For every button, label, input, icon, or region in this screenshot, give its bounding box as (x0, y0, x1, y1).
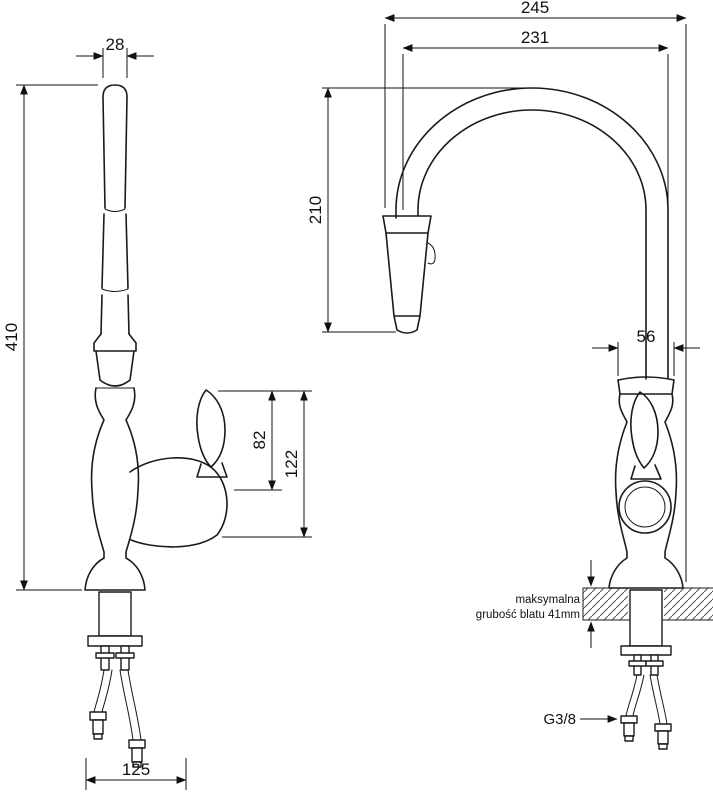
side-handle-base (630, 464, 662, 480)
front-spout-segment-2 (101, 213, 129, 289)
dim-handle-span: 122 (222, 390, 312, 538)
dim-total-height-label: 410 (2, 323, 21, 351)
side-spray-head (382, 215, 436, 334)
side-mounting (620, 589, 672, 750)
side-handle-medallion-inner (624, 486, 666, 528)
thread-size-label: G3/8 (543, 711, 576, 728)
front-handle-lever (196, 389, 226, 468)
side-hose-right-nut (657, 730, 669, 745)
counter-note-line1: maksymalna (515, 594, 580, 606)
side-head-collar (382, 215, 432, 234)
dim-handle-height: 82 (218, 390, 312, 491)
side-handle-lever (630, 391, 659, 469)
front-handle-base (196, 462, 228, 478)
side-spout (395, 87, 669, 380)
dim-top-width: 28 (76, 35, 154, 78)
side-view: 245 231 210 56 maksymalna grubość blatu … (306, 0, 713, 750)
front-spout (93, 84, 137, 387)
side-hose-left-nut (623, 722, 635, 737)
dim-spout-height-extensions (322, 87, 526, 333)
side-threaded-shank (629, 589, 663, 647)
countertop-hatch-left (583, 588, 628, 620)
dim-top-width-label: 28 (106, 35, 125, 54)
side-head-button (427, 242, 436, 265)
countertop-hatch-right (664, 588, 713, 620)
dim-spout-height-label: 210 (306, 196, 325, 224)
front-spout-joint-2 (101, 288, 129, 292)
front-wingnut-left (95, 652, 115, 659)
dim-handle-height-label: 82 (250, 431, 269, 450)
countertop-outline (582, 587, 713, 621)
side-wingnut-right (645, 660, 664, 667)
dim-total-height: 410 (2, 84, 98, 591)
front-view: 28 410 82 122 125 (2, 35, 312, 790)
dim-total-height-extensions (16, 84, 98, 591)
side-hose-right (649, 674, 668, 725)
front-hose-left-nut (92, 719, 104, 735)
front-body-vase (84, 387, 146, 591)
countertop (582, 587, 713, 621)
side-hose-left-collar (620, 715, 638, 724)
side-wingnut-left (628, 660, 647, 667)
front-washer (87, 635, 143, 647)
front-handle-dome (129, 457, 228, 548)
dim-base-width-extensions (85, 758, 187, 790)
dim-spout-reach-label: 231 (521, 28, 549, 47)
side-body-vase (608, 393, 684, 589)
side-head-body (385, 232, 429, 334)
front-threaded-shank (98, 591, 132, 637)
side-handle (618, 391, 672, 534)
front-hose-left-tip (93, 733, 103, 740)
side-washer (620, 645, 672, 656)
dim-spout-reach-extensions (402, 54, 669, 210)
front-body (84, 387, 146, 591)
front-hose-left-collar (89, 711, 107, 721)
side-body (608, 376, 684, 589)
dim-handle-span-label: 122 (282, 450, 301, 478)
dim-base-width-label: 125 (122, 760, 150, 779)
front-handle (129, 389, 228, 548)
front-spout-segment-3 (100, 294, 130, 335)
side-spout-outer (395, 87, 669, 380)
front-mounting (87, 591, 146, 768)
front-spout-joint-1 (104, 208, 126, 212)
front-head-collar (93, 333, 137, 352)
front-wingnut-right (115, 652, 135, 659)
side-body-collar (617, 376, 675, 395)
side-handle-medallion (618, 480, 672, 534)
front-hose-right (119, 669, 142, 741)
countertop-note: maksymalna grubość blatu 41mm (476, 560, 595, 648)
dim-spout-height: 210 (306, 87, 526, 333)
counter-note-line2: grubość blatu 41mm (476, 609, 580, 621)
side-spout-inner (417, 109, 647, 380)
dim-spout-reach: 231 (402, 28, 669, 210)
front-spout-cap (102, 84, 128, 209)
dim-overall-depth-label: 245 (521, 0, 549, 17)
dim-body-width-label: 56 (637, 327, 656, 346)
dim-base-width: 125 (85, 758, 187, 790)
side-hose-left-tip (624, 735, 634, 742)
front-spray-head (95, 350, 135, 387)
front-hose-left (93, 669, 113, 713)
side-hose-right-tip (658, 743, 668, 750)
front-hose-right-collar (128, 739, 146, 749)
dim-overall-depth-extensions (384, 24, 687, 582)
side-hose-left (625, 674, 645, 717)
front-hose-right-tip (132, 761, 142, 768)
dim-overall-depth: 245 (384, 0, 687, 582)
dim-body-width: 56 (592, 327, 700, 376)
thread-callout: G3/8 (543, 711, 618, 728)
side-hose-right-collar (654, 723, 672, 732)
